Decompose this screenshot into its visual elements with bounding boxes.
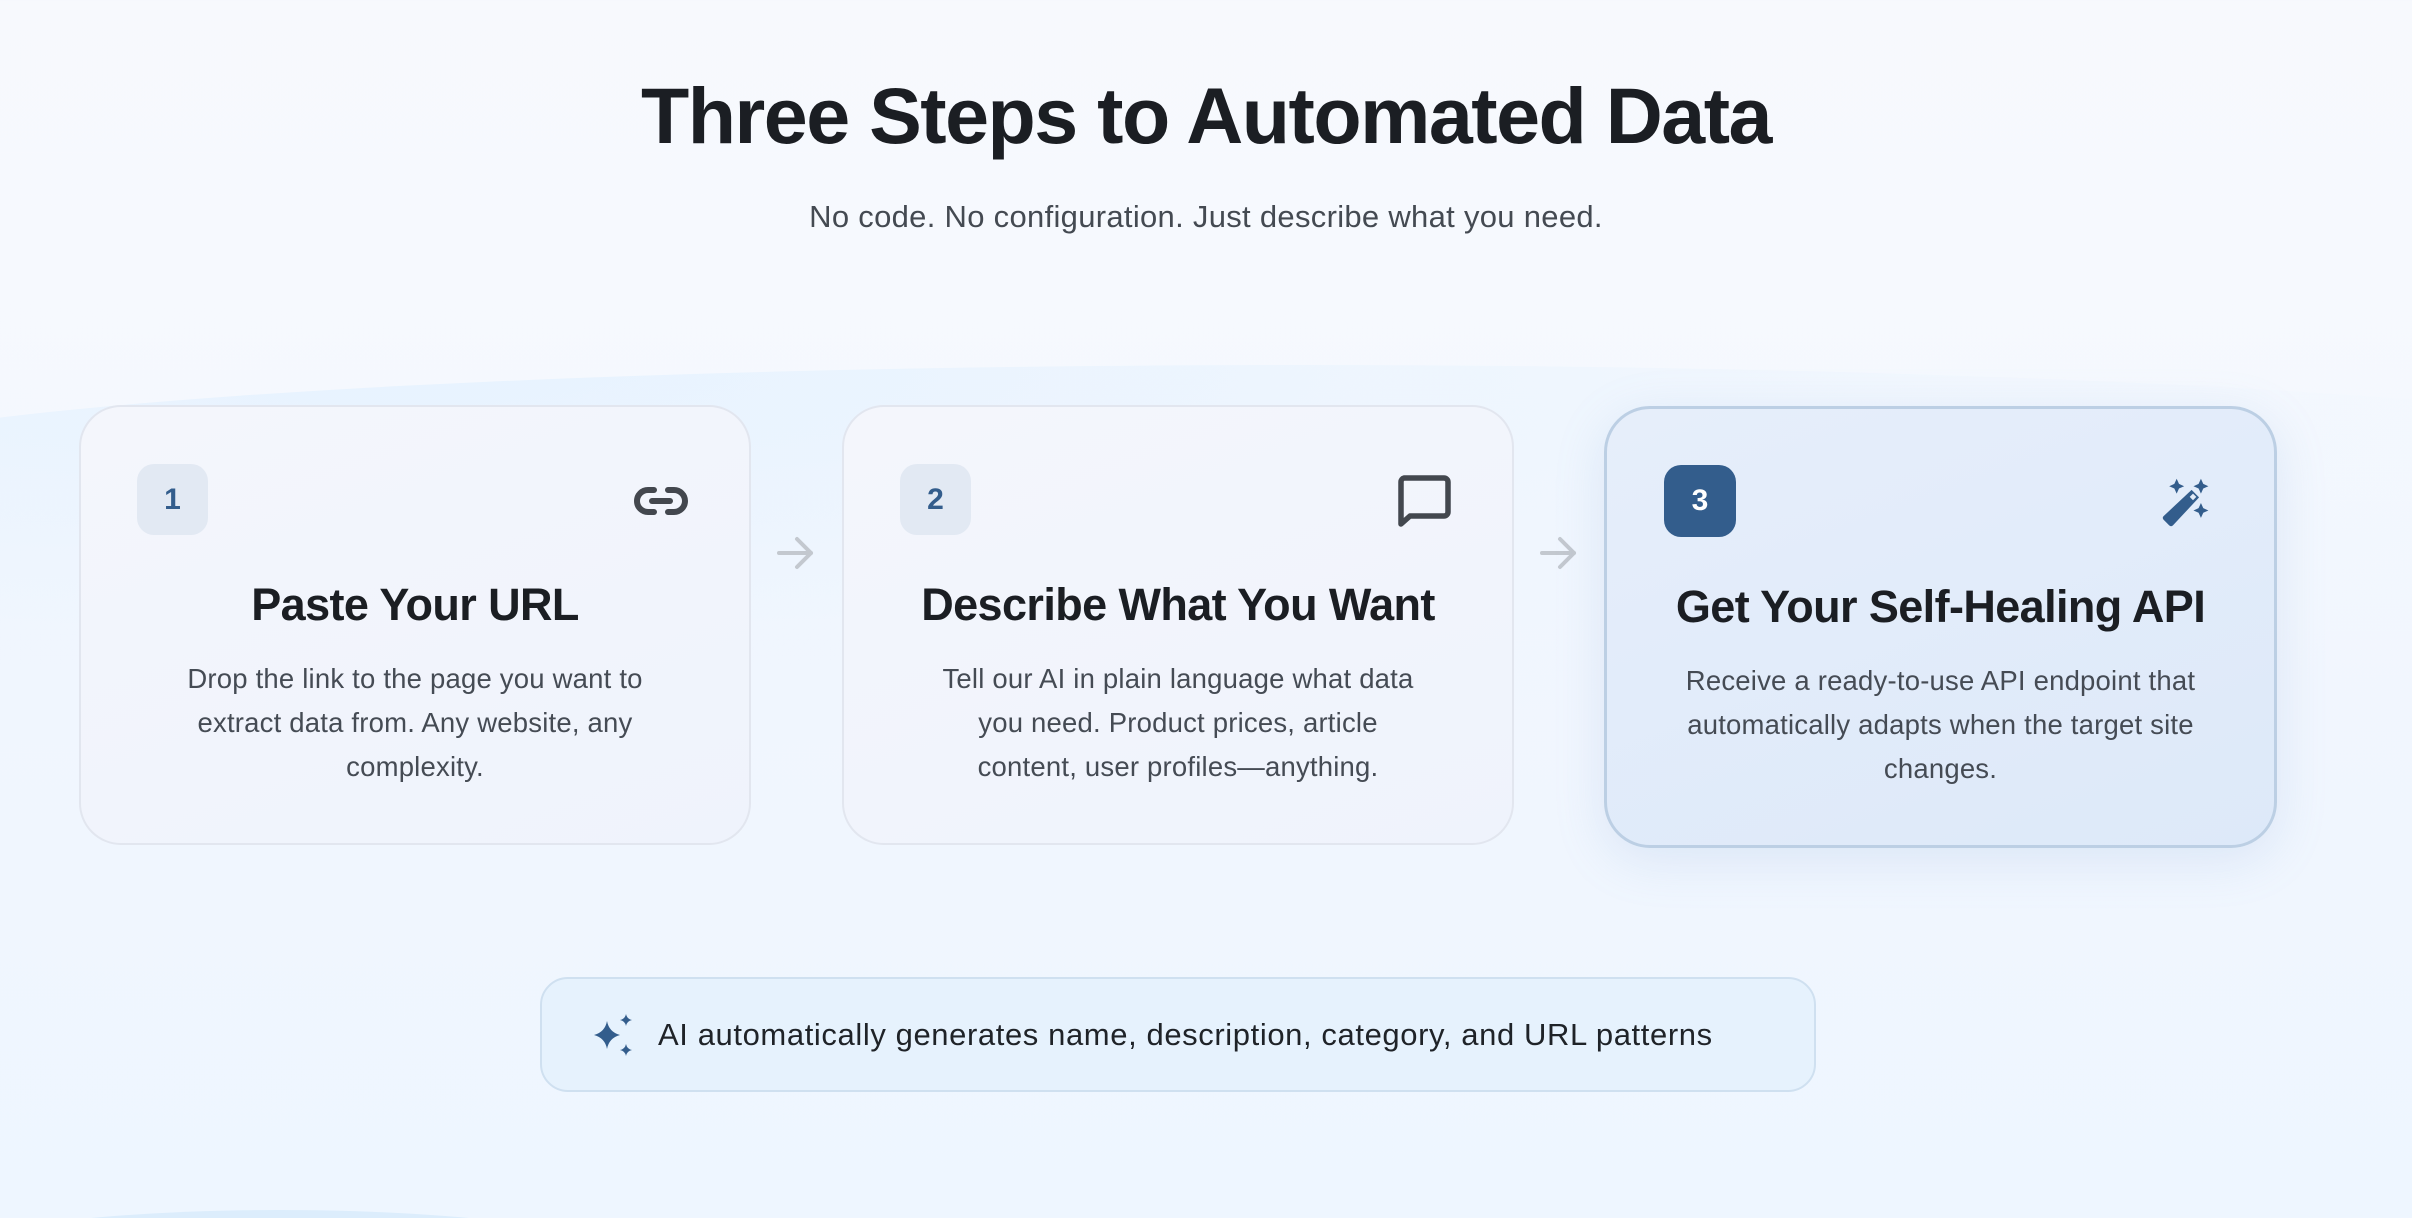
background-wave-bottom-decoration bbox=[0, 1210, 660, 1218]
step-number-badge: 1 bbox=[137, 464, 208, 535]
step-description: Tell our AI in plain language what data … bbox=[942, 663, 1414, 782]
step-title: Paste Your URL bbox=[251, 579, 579, 630]
step-description: Receive a ready-to-use API endpoint that… bbox=[1685, 665, 2196, 784]
banner-text: AI automatically generates name, descrip… bbox=[658, 1016, 1713, 1052]
step-card-paste-url: 1 Paste Your URL Drop the link to the pa… bbox=[79, 405, 751, 845]
arrow-right-icon bbox=[776, 533, 816, 573]
step-description: Drop the link to the page you want to ex… bbox=[187, 663, 643, 782]
step-card-describe: 2 Describe What You Want Tell our AI in … bbox=[842, 405, 1514, 845]
chat-bubble-icon bbox=[1396, 473, 1452, 529]
arrow-right-icon bbox=[1539, 533, 1579, 573]
link-icon bbox=[633, 473, 689, 529]
section-title: Three Steps to Automated Data bbox=[641, 71, 1772, 160]
step-number-badge: 2 bbox=[900, 464, 971, 535]
step-card-self-healing-api: 3 Get Your Self-Healing API Receive a re… bbox=[1604, 406, 2277, 848]
step-number-badge: 3 bbox=[1664, 465, 1736, 537]
step-title: Get Your Self-Healing API bbox=[1675, 581, 2206, 632]
ai-feature-banner: AI automatically generates name, descrip… bbox=[540, 977, 1816, 1092]
sparkles-icon bbox=[592, 1012, 638, 1058]
magic-wand-icon bbox=[2158, 475, 2214, 531]
section-subtitle: No code. No configuration. Just describe… bbox=[809, 199, 1603, 234]
step-title: Describe What You Want bbox=[921, 579, 1435, 630]
